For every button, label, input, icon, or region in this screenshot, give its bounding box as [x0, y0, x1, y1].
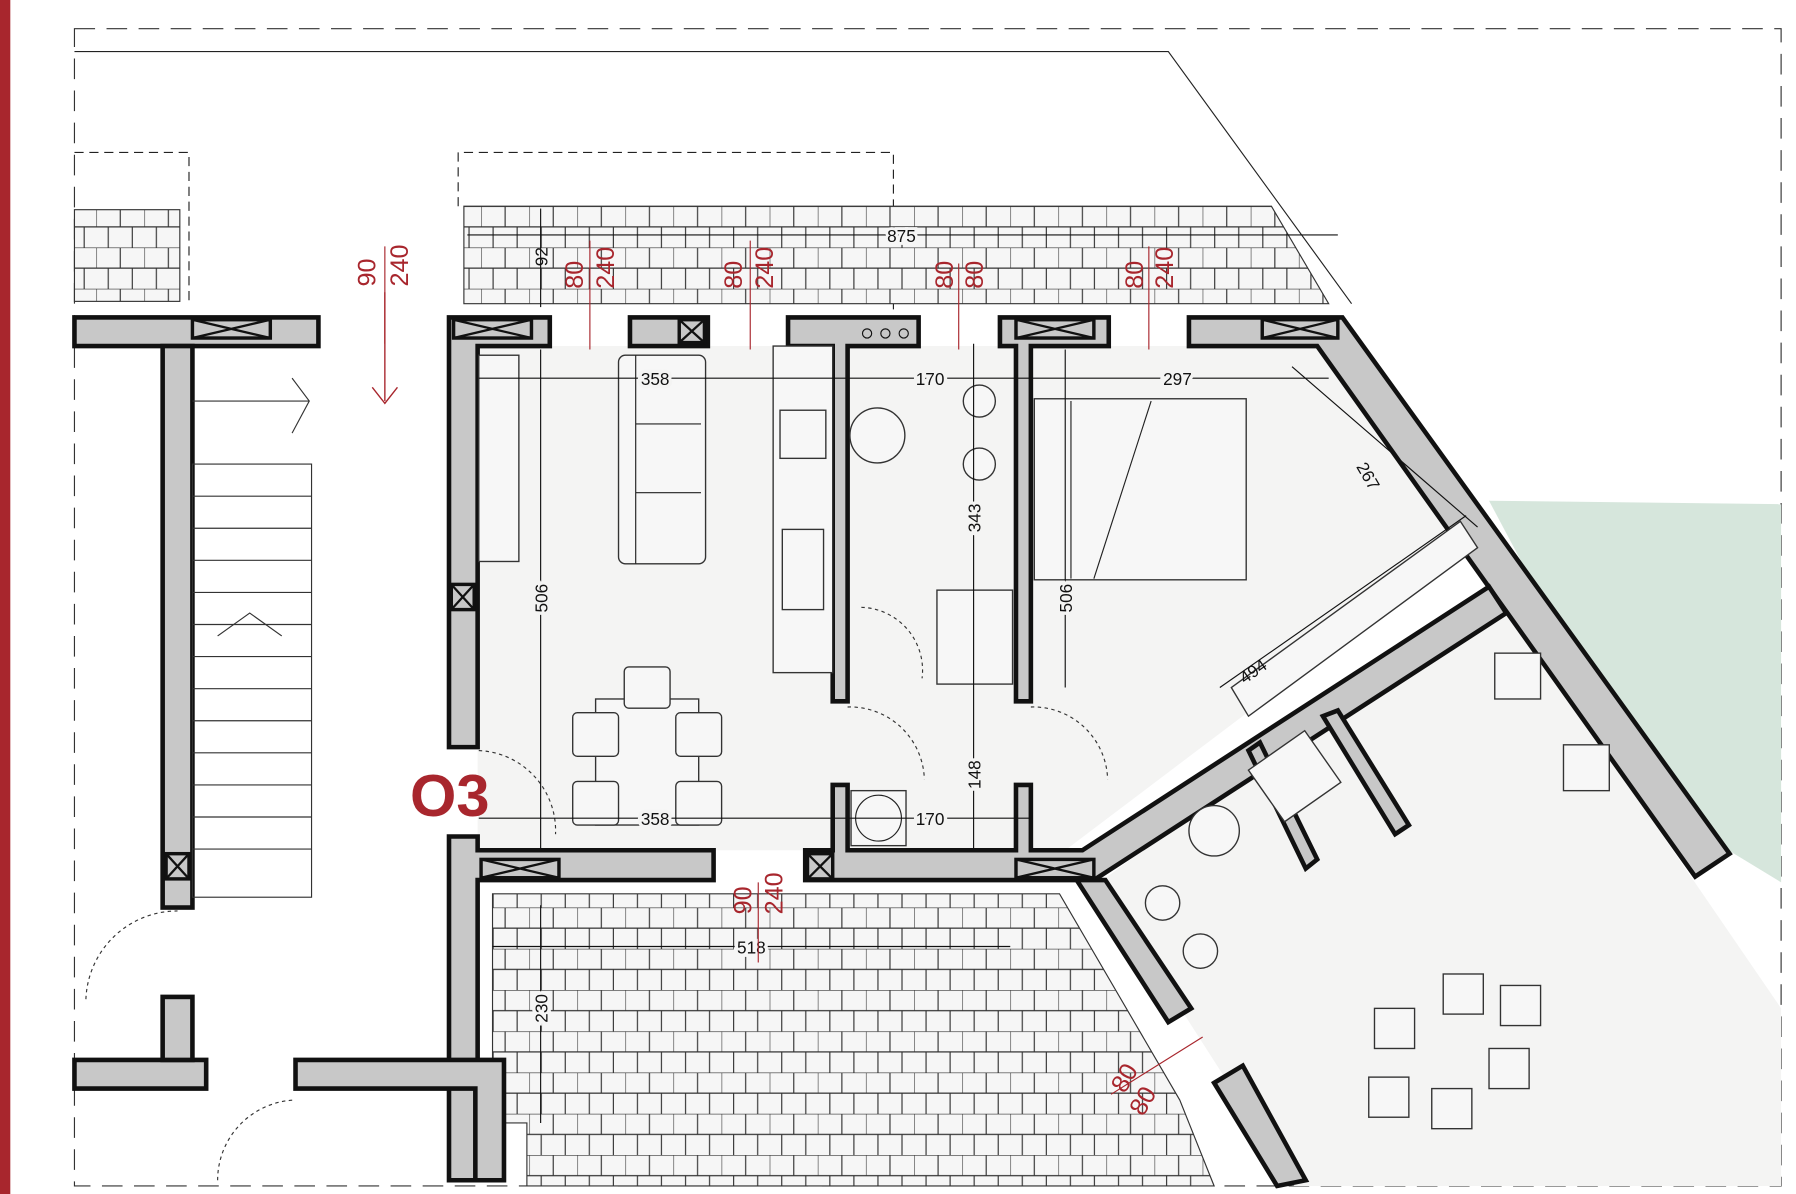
overhang-outline-left [74, 151, 190, 302]
toilet [962, 384, 997, 418]
opening-width: 90 [354, 258, 382, 286]
bidet [962, 447, 997, 481]
opening-width: 80 [561, 261, 589, 289]
unit-label: O3 [410, 762, 489, 829]
ventilation-shafts [164, 317, 1340, 881]
terrace-top [463, 205, 1330, 305]
opening-width: 80 [1121, 261, 1149, 289]
dim-label: 170 [916, 809, 945, 829]
opening-height: 240 [592, 247, 620, 289]
terrace-left-strip [73, 209, 181, 302]
neighbor-sink [1188, 804, 1241, 857]
dim-label: 148 [964, 760, 984, 789]
tv-unit [478, 354, 520, 563]
terrace-bottom [491, 893, 1215, 1187]
neighbor-floor [1099, 590, 1782, 1186]
roof-outline [74, 50, 1353, 304]
dim-label: 358 [641, 369, 670, 389]
staircase [191, 377, 313, 898]
dim-label: 170 [916, 369, 945, 389]
bed [1033, 398, 1247, 581]
washbasin [849, 407, 906, 464]
opening-height: 80 [961, 261, 989, 289]
dim-label: 230 [532, 994, 552, 1023]
opening-height: 240 [760, 872, 788, 914]
dim-label: 518 [737, 937, 766, 957]
kitchen-counter [772, 345, 834, 674]
door-swings [85, 606, 1109, 1181]
dim-label: 297 [1163, 369, 1192, 389]
garden-area [1489, 500, 1782, 883]
dim-label: 875 [887, 226, 916, 246]
dim-label: 506 [532, 584, 552, 613]
shower [936, 589, 1014, 685]
kitchen-sink [781, 528, 825, 611]
red-edge-bar [0, 0, 11, 1194]
dim-label: 343 [964, 504, 984, 533]
opening-labels: 90 240 80 240 80 240 80 80 80 240 90 240… [354, 240, 1203, 1120]
dim-label: 92 [532, 247, 552, 266]
opening-height: 240 [751, 247, 779, 289]
opening-width: 80 [720, 261, 748, 289]
dim-label: 506 [1056, 584, 1076, 613]
opening-width: 80 [931, 261, 959, 289]
walls [72, 315, 1733, 1189]
sofa [617, 354, 707, 565]
dim-label: 358 [641, 809, 670, 829]
furniture [478, 345, 1610, 1130]
opening-height: 240 [386, 244, 414, 286]
dimension-lines [467, 208, 1478, 1123]
cooktop [779, 409, 827, 460]
opening-width: 90 [729, 886, 757, 914]
opening-height: 240 [1151, 247, 1179, 289]
